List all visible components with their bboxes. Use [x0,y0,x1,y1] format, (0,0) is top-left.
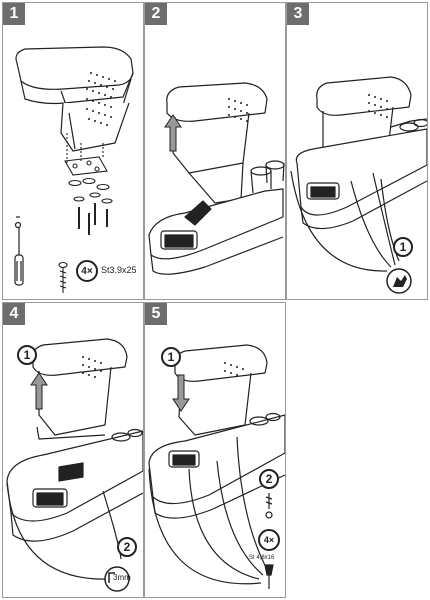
step-4-badge: 4 [3,303,25,325]
drill-size-label: 3mm [113,573,131,582]
step-4-panel: 4 [2,302,144,598]
step-1-badge: 1 [3,3,25,25]
armrest-cover-illustration [290,76,427,294]
step-2-panel: 2 [144,2,286,300]
quantity-circle: 4× [76,260,98,282]
callout-1: 1 [161,347,181,367]
step-1-panel: 1 [2,2,144,300]
step-2-badge: 2 [145,3,167,25]
step-5-panel: 5 [144,302,286,598]
step-5-badge: 5 [145,303,167,325]
callout-1: 1 [17,345,37,365]
armrest-mounting-illustration [148,82,285,275]
callout-2: 2 [259,469,279,489]
callout-2: 2 [117,537,137,557]
screw-spec-label: St 4,8x16 [249,555,275,561]
quantity-circle: 4× [258,529,280,551]
step-3-badge: 3 [287,3,309,25]
step-3-panel: 3 [286,2,428,300]
callout-1: 1 [393,237,413,257]
screw-spec-label: St3.9x25 [101,265,137,275]
armrest-exploded-illustration [14,46,134,293]
